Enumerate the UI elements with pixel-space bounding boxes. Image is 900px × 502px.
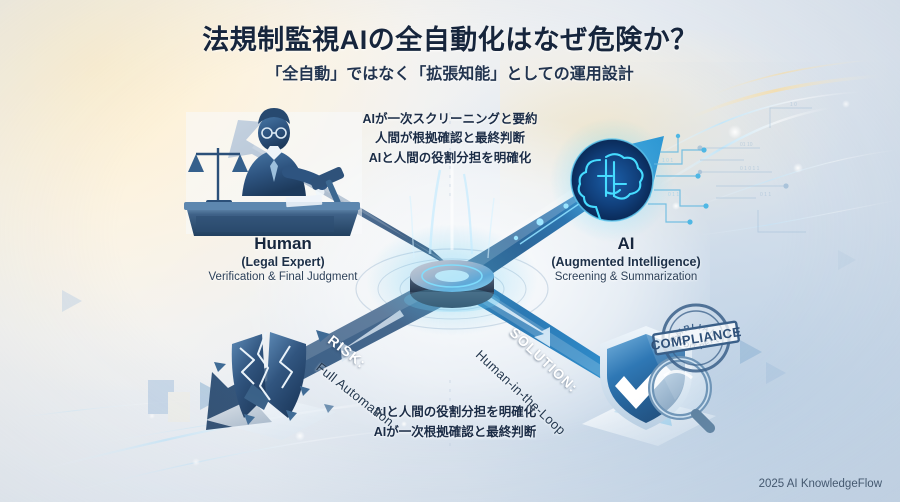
bottom-note-block: AIと人間の役割分担を明確化 AIが一次根拠確認と最終判断	[340, 402, 570, 442]
svg-text:1 0 1: 1 0 1	[662, 158, 673, 164]
human-description: Verification & Final Judgment	[208, 271, 358, 284]
shield-check-illustration	[582, 326, 716, 446]
bottom-note-line-1: AIと人間の役割分担を明確化	[373, 405, 537, 419]
svg-text:0 1 0 1 1: 0 1 0 1 1	[740, 166, 760, 172]
human-title: Human	[254, 234, 312, 253]
svg-text:01 10: 01 10	[740, 142, 753, 148]
ai-brain-illustration: 1 0 1 0 1 1	[550, 118, 709, 242]
footer-credit: 2025 AI KnowledgeFlow	[758, 478, 882, 490]
top-note-line-1: AIが一次スクリーニングと要約	[362, 112, 538, 126]
svg-text:0 1 1: 0 1 1	[668, 192, 679, 198]
broken-shield-illustration	[206, 330, 336, 440]
ai-description: Screening & Summarization	[554, 271, 698, 284]
human-node-label: Human (Legal Expert) Verification & Fina…	[190, 234, 376, 285]
ai-title: AI	[617, 234, 635, 253]
human-subtitle: (Legal Expert)	[241, 254, 325, 269]
bottom-note-line-2: AIが一次根拠確認と最終判断	[373, 425, 537, 439]
svg-text:0 1 1: 0 1 1	[760, 192, 771, 198]
ai-subtitle: (Augmented Intelligence)	[551, 254, 701, 269]
ai-node-label: AI (Augmented Intelligence) Screening & …	[528, 234, 724, 285]
top-note-block: AIが一次スクリーニングと要約 人間が根拠確認と最終判断 AIと人間の役割分担を…	[330, 110, 570, 168]
page-subtitle: 「全自動」ではなく「拡張知能」としての運用設計	[266, 66, 634, 83]
judge-illustration	[184, 108, 362, 236]
top-note-line-3: AIと人間の役割分担を明確化	[368, 150, 532, 165]
top-note-line-2: 人間が根拠確認と最終判断	[374, 131, 525, 146]
center-hub-node	[366, 162, 538, 336]
page-title: 法規制監視AIの全自動化はなぜ危険か？	[202, 25, 698, 55]
svg-text:1 0: 1 0	[790, 102, 797, 108]
